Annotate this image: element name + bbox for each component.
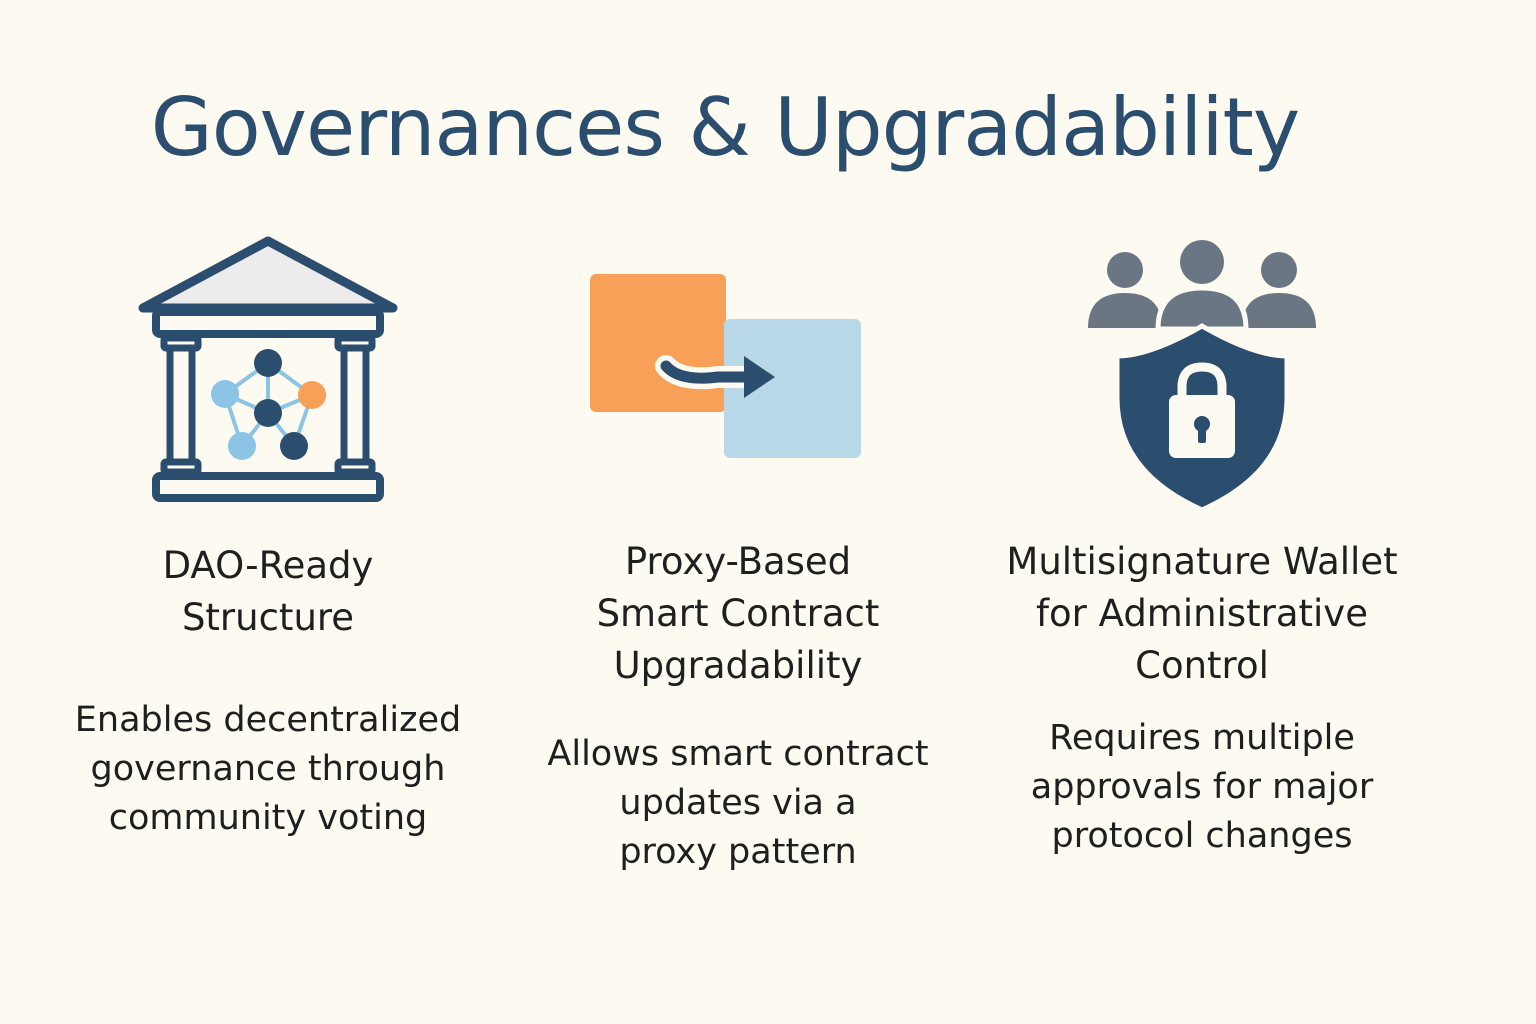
multisig-shield-lock-icon bbox=[972, 230, 1432, 515]
feature-description: Allows smart contract updates via a prox… bbox=[547, 734, 929, 872]
proxy-upgrade-arrow-icon bbox=[508, 230, 968, 515]
page-title: Governances & Upgradability bbox=[150, 81, 1301, 174]
feature-multisig-wallet: Multisignature Wallet for Administrative… bbox=[972, 0, 1432, 1024]
feature-heading: DAO-Ready Structure bbox=[162, 544, 374, 639]
dao-building-network-icon bbox=[38, 230, 498, 515]
feature-dao-ready: DAO-Ready Structure Enables decentralize… bbox=[38, 0, 498, 1024]
feature-proxy-upgradability: Proxy-Based Smart Contract Upgradability… bbox=[508, 0, 968, 1024]
feature-description: Requires multiple approvals for major pr… bbox=[1030, 718, 1374, 856]
feature-description: Enables decentralized governance through… bbox=[74, 700, 462, 838]
feature-heading: Proxy-Based Smart Contract Upgradability bbox=[596, 540, 880, 687]
feature-heading: Multisignature Wallet for Administrative… bbox=[1006, 540, 1398, 687]
